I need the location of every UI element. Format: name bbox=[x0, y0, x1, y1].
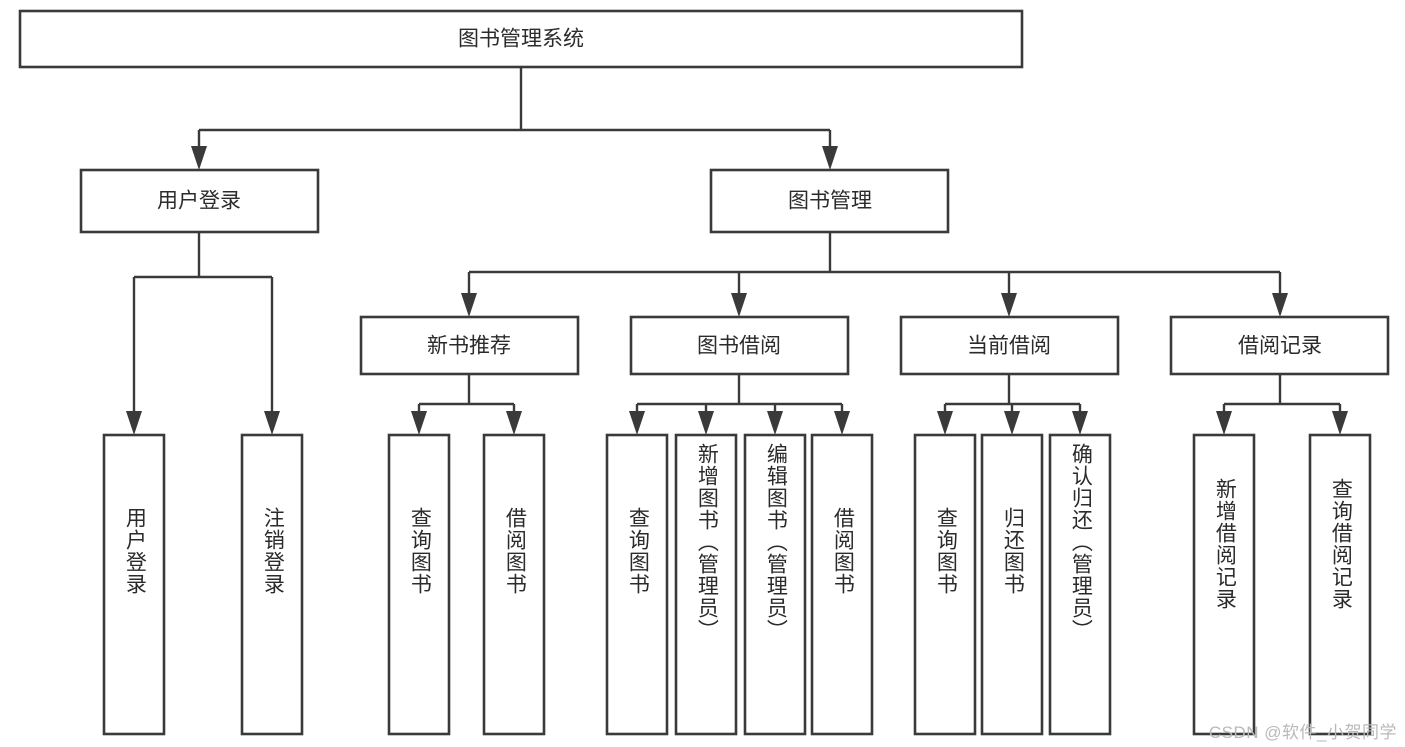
arrowhead-book-manage bbox=[822, 146, 838, 170]
connector-bookborrow-bus bbox=[635, 374, 844, 417]
arrowhead-leaf-bookborrow-2 bbox=[767, 411, 783, 435]
node-book-manage-label: 图书管理 bbox=[788, 190, 872, 213]
arrowhead-leaf-user-login-1 bbox=[264, 411, 280, 435]
node-new-book-recommend-box[interactable] bbox=[359, 315, 580, 376]
node-borrow-record[interactable]: 借阅记录 bbox=[1169, 315, 1390, 376]
node-borrow-record-box[interactable] bbox=[1169, 315, 1390, 376]
arrowhead-leaf-borrowrecord-1 bbox=[1332, 411, 1348, 435]
connector-root-bus bbox=[197, 67, 832, 152]
arrowhead-leaf-currentborrow-2 bbox=[1072, 411, 1088, 435]
leaf-box-borrow-record-0[interactable] bbox=[1192, 433, 1256, 736]
leaf-box-new-book-0[interactable] bbox=[387, 433, 451, 736]
connector-bookmanage-bus bbox=[467, 232, 1282, 299]
connector-group bbox=[126, 67, 1348, 435]
arrowhead-leaf-currentborrow-1 bbox=[1004, 411, 1020, 435]
arrowhead-leaf-user-login-0 bbox=[126, 411, 142, 435]
node-book-borrow-box[interactable] bbox=[629, 315, 850, 376]
node-book-borrow[interactable]: 图书借阅 bbox=[629, 315, 850, 376]
leaf-box-new-book-1[interactable] bbox=[482, 433, 546, 736]
arrowhead-leaf-newbook-1 bbox=[506, 411, 522, 435]
node-book-borrow-label: 图书借阅 bbox=[697, 335, 781, 358]
arrowhead-leaf-borrowrecord-0 bbox=[1216, 411, 1232, 435]
arrowhead-leaf-bookborrow-1 bbox=[698, 411, 714, 435]
node-user-login-box[interactable] bbox=[79, 168, 320, 234]
arrowhead-leaf-currentborrow-0 bbox=[937, 411, 953, 435]
node-new-book-recommend[interactable]: 新书推荐 bbox=[359, 315, 580, 376]
leaf-box-book-borrow-2[interactable] bbox=[743, 433, 807, 736]
node-current-borrow-box[interactable] bbox=[899, 315, 1120, 376]
node-current-borrow-label: 当前借阅 bbox=[967, 335, 1051, 358]
leaf-box-user-login-1[interactable] bbox=[240, 433, 304, 736]
node-borrow-record-label: 借阅记录 bbox=[1238, 335, 1322, 358]
arrowhead-leaf-bookborrow-0 bbox=[629, 411, 645, 435]
arrowhead-user-login bbox=[191, 146, 207, 170]
leaf-box-book-borrow-0[interactable] bbox=[605, 433, 669, 736]
connector-borrowrecord-bus bbox=[1222, 374, 1342, 417]
arrowhead-current-borrow bbox=[1001, 293, 1017, 317]
leaf-box-current-borrow-0[interactable] bbox=[913, 433, 977, 736]
leaf-box-book-borrow-3[interactable] bbox=[810, 433, 874, 736]
node-new-book-recommend-label: 新书推荐 bbox=[427, 335, 511, 358]
connector-newbook-bus bbox=[417, 374, 516, 417]
node-book-manage[interactable]: 图书管理 bbox=[709, 168, 950, 234]
node-current-borrow[interactable]: 当前借阅 bbox=[899, 315, 1120, 376]
node-root[interactable]: 图书管理系统 bbox=[18, 9, 1024, 69]
arrowhead-book-borrow bbox=[731, 293, 747, 317]
arrowhead-new-book bbox=[461, 293, 477, 317]
leaf-box-user-login-0[interactable] bbox=[102, 433, 166, 736]
leaf-box-book-borrow-1[interactable] bbox=[674, 433, 738, 736]
node-user-login[interactable]: 用户登录 bbox=[79, 168, 320, 234]
node-user-login-label: 用户登录 bbox=[157, 190, 241, 213]
arrowhead-borrow-record bbox=[1272, 293, 1288, 317]
leaf-box-current-borrow-2[interactable] bbox=[1048, 433, 1112, 736]
leaf-box-borrow-record-1[interactable] bbox=[1308, 433, 1372, 736]
node-book-manage-box[interactable] bbox=[709, 168, 950, 234]
connector-userlogin-bus bbox=[132, 232, 274, 417]
connector-currentborrow-bus bbox=[943, 374, 1082, 417]
watermark-label: CSDN @软件_小贺同学 bbox=[1208, 723, 1397, 742]
node-root-box[interactable] bbox=[18, 9, 1024, 69]
arrowhead-leaf-newbook-0 bbox=[411, 411, 427, 435]
node-root-label: 图书管理系统 bbox=[458, 28, 584, 51]
arrowhead-leaf-bookborrow-3 bbox=[834, 411, 850, 435]
leaf-box-current-borrow-1[interactable] bbox=[980, 433, 1044, 736]
